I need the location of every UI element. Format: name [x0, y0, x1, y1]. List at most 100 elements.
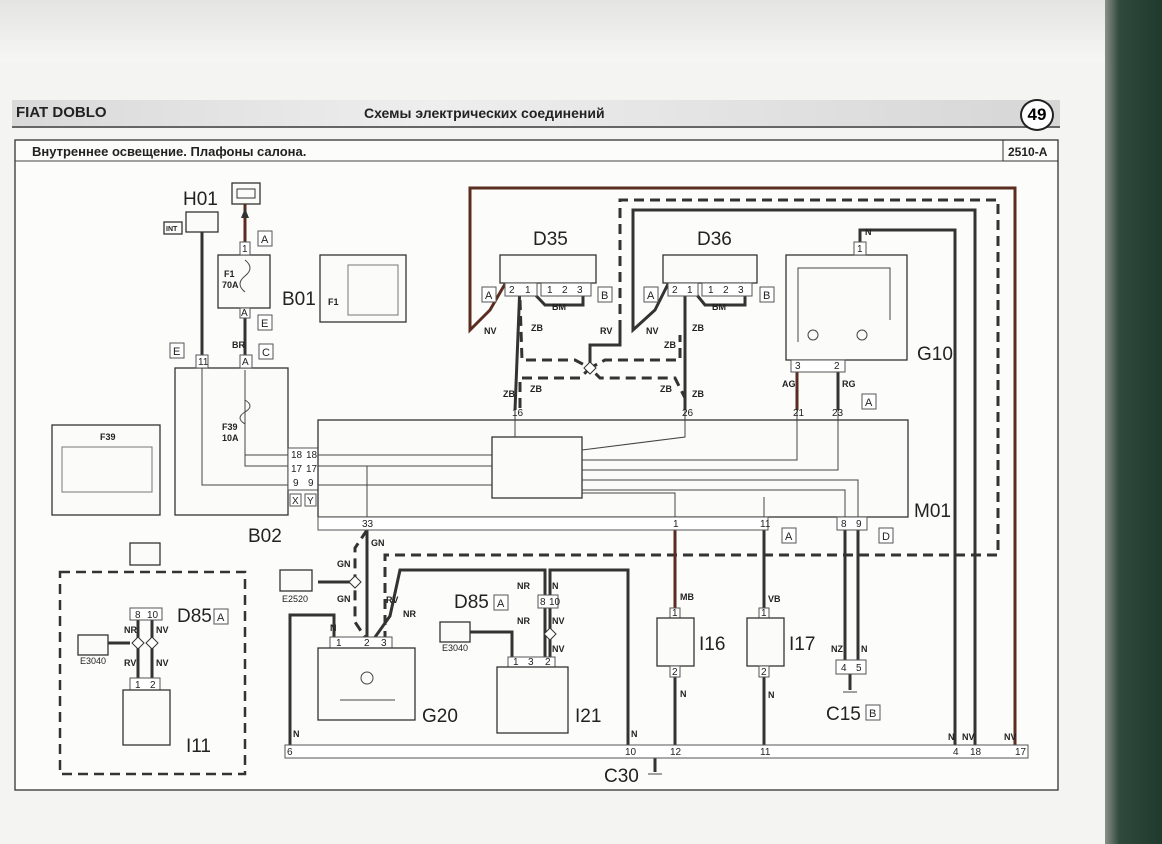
diagram-label: Y [307, 496, 314, 507]
diagram-label: 1 [673, 519, 679, 530]
diagram-label: E [173, 346, 180, 358]
label-C30: C30 [604, 766, 639, 787]
battery-symbol [236, 188, 256, 199]
tag-BM: BM [552, 302, 566, 312]
diagram-label: 1 [672, 608, 678, 619]
diagram-label: N [631, 729, 638, 739]
diagram-label: 3 [528, 657, 534, 668]
diagram-label: 2 [509, 285, 515, 296]
diagram-label: 1 [708, 285, 714, 296]
diagram-label: 21 [793, 408, 805, 419]
diagram-label: 11 [760, 519, 771, 530]
label-I16: I16 [699, 634, 725, 655]
fuse-F39-rating: 10A [222, 433, 239, 443]
diagram-label: 2 [761, 667, 767, 678]
diagram-label: B [601, 290, 608, 302]
diagram-label: N [680, 689, 687, 699]
diagram-label: 4 [841, 663, 847, 674]
interior-light-icon [185, 211, 219, 233]
pin: 11 [198, 357, 209, 368]
label-G10: G10 [917, 344, 953, 365]
diagram-label: 9 [293, 478, 299, 489]
pin: A [242, 357, 249, 368]
label-D35: D35 [533, 229, 568, 250]
diagram-label: A [485, 290, 493, 302]
page-header [12, 100, 1060, 128]
diagram-label: B [869, 708, 876, 720]
diagram-label: NR [517, 616, 530, 626]
diagram-label: NR [517, 581, 530, 591]
location-boxes: A E C E A B A B A A D A B A [169, 230, 894, 721]
diagram-label: 3 [795, 361, 801, 372]
pin: A [241, 308, 248, 319]
wires [108, 183, 1017, 775]
diagram-label: 2 [562, 285, 568, 296]
diagram-label: A [217, 612, 225, 624]
diagram-label: 1 [857, 244, 863, 255]
label-D36: D36 [697, 229, 732, 250]
diagram-label: AG [782, 379, 796, 389]
label-B01: B01 [282, 289, 316, 310]
dome-light-icon [279, 569, 313, 592]
diagram-label: A [647, 290, 655, 302]
G10-box [785, 254, 908, 361]
diagram-label: D [882, 531, 890, 543]
diagram-label: MB [680, 592, 694, 602]
diagram-label: 18 [291, 450, 303, 461]
diagram-label: GN [337, 559, 351, 569]
diagram-label: RV [600, 326, 612, 336]
label-I17: I17 [789, 634, 815, 655]
tag-BM: BM [712, 302, 726, 312]
diagram-label: 2 [150, 680, 156, 691]
diagram-label: N [552, 581, 559, 591]
diagram-label: C [262, 347, 270, 359]
fuse-F1: F1 [224, 269, 235, 279]
diagram-label: 8 [841, 519, 847, 530]
diagram-label: NV [962, 732, 975, 742]
splice-node [145, 636, 159, 650]
page-top-shadow [0, 0, 1105, 62]
diagram-label: ZB [531, 323, 543, 333]
D35-box [499, 254, 597, 284]
label-D85-mid: D85 [454, 592, 489, 613]
diagram-label: B [763, 290, 770, 302]
B02-box [174, 367, 289, 516]
diagram-label: NR [124, 625, 137, 635]
diagram-label: A [785, 531, 793, 543]
diagram-label: N [768, 690, 775, 700]
C30-connector [284, 744, 1029, 759]
label-E3040: E3040 [442, 643, 468, 653]
I17-switch [746, 617, 785, 667]
diagram-label: NV [1004, 732, 1017, 742]
diagram-label: 10 [549, 597, 561, 608]
diagram-label: 2 [672, 285, 678, 296]
inset-F39: F39 [100, 432, 116, 442]
diagram-label: BR [232, 340, 245, 350]
I21-switch [496, 666, 569, 734]
M01-internal-lines [318, 410, 859, 517]
optional-equipment-box [58, 570, 247, 776]
I16-switch [656, 617, 695, 667]
diagram-label: GN [371, 538, 385, 548]
diagram-label: ZB [503, 389, 515, 399]
diagram-label: 8 [540, 597, 546, 608]
fuse-location-inset [319, 254, 407, 323]
diagram-label: X [292, 496, 299, 507]
fuse-F1-rating: 70A [222, 280, 239, 290]
diagram-label: 2 [723, 285, 729, 296]
diagram-label: 1 [336, 638, 342, 649]
diagram-label: 2 [545, 657, 551, 668]
int-tag: INT [166, 226, 178, 233]
inset-F1: F1 [328, 297, 339, 307]
diagram-label: N [293, 729, 300, 739]
diagram-label: N [948, 732, 955, 742]
diagram-label: 9 [856, 519, 862, 530]
label-B02: B02 [248, 526, 282, 547]
M01-box [317, 419, 909, 518]
fuse-F39: F39 [222, 422, 238, 432]
diagram-label: ZB [692, 323, 704, 333]
label-I21: I21 [575, 706, 601, 727]
splice-node [543, 627, 557, 641]
pin: 1 [242, 244, 248, 255]
